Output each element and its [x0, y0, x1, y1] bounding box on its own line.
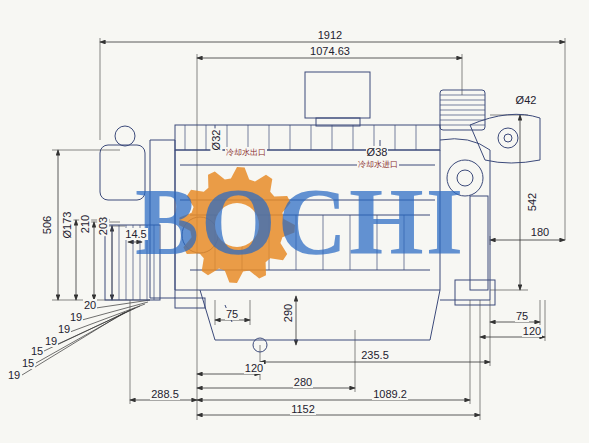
dimension-value: Ø173 [61, 211, 73, 240]
dimension-value: 120 [244, 362, 264, 374]
dimension-value: 506 [41, 215, 53, 235]
port-note: 冷却水进口 [357, 159, 399, 171]
leader-lines [22, 300, 150, 375]
dimension-value: 75 [515, 310, 529, 322]
dimension-value: 19 [7, 369, 21, 381]
dimension-value: 19 [69, 311, 83, 323]
dimension-value: 75 [225, 308, 239, 320]
dimension-value: 19 [44, 335, 58, 347]
detail-stroke [440, 110, 485, 111]
dimension-value: 14.5 [124, 228, 147, 240]
extension-lines [52, 38, 565, 420]
dimension-value: 15 [30, 345, 44, 357]
detail-stroke [269, 125, 270, 150]
dimension-value: 288.5 [150, 388, 180, 400]
detail-stroke [311, 125, 312, 150]
engine-outline [100, 72, 540, 352]
detail-stroke [332, 125, 333, 150]
detail-stroke [119, 225, 120, 300]
detail-stroke [112, 225, 113, 300]
dimension-value: 1089.2 [372, 388, 408, 400]
dimension-value: 180 [530, 226, 550, 238]
pipe-diameter: Ø38 [366, 146, 389, 158]
dimension-value: 15 [21, 357, 35, 369]
detail-stroke [185, 125, 186, 150]
overall-length: 1912 [317, 29, 343, 41]
detail-stroke [290, 125, 291, 150]
dimension-value: 1152 [290, 403, 316, 415]
detail-stroke [440, 120, 485, 121]
dimension-lines [58, 42, 565, 415]
detail-stroke [416, 125, 417, 150]
detail-stroke [353, 125, 354, 150]
port-note: 冷却水出口 [225, 147, 267, 159]
detail-stroke [440, 115, 485, 116]
detail-stroke [440, 95, 485, 96]
detail-stroke [395, 125, 396, 150]
detail-stroke [206, 125, 207, 150]
dimension-value: 120 [522, 325, 542, 337]
detail-stroke [440, 125, 485, 126]
dimension-value: 19 [57, 323, 71, 335]
dimension-value: 235.5 [360, 349, 390, 361]
pipe-diameter: Ø42 [515, 94, 538, 106]
watermark: BOCHI [135, 172, 465, 272]
dimension-value: 280 [293, 376, 313, 388]
dimension-value: 20 [83, 299, 97, 311]
dimension-value: 210 [79, 214, 91, 234]
dimension-value: 542 [526, 192, 538, 212]
detail-stroke [440, 100, 485, 101]
dimension-value: 290 [282, 303, 294, 323]
detail-stroke [440, 105, 485, 106]
dimension: 1074.63 [309, 45, 351, 57]
pipe-diameter: Ø32 [210, 129, 222, 152]
repeated-detail [112, 95, 485, 300]
dimension-value: 203 [97, 216, 109, 236]
